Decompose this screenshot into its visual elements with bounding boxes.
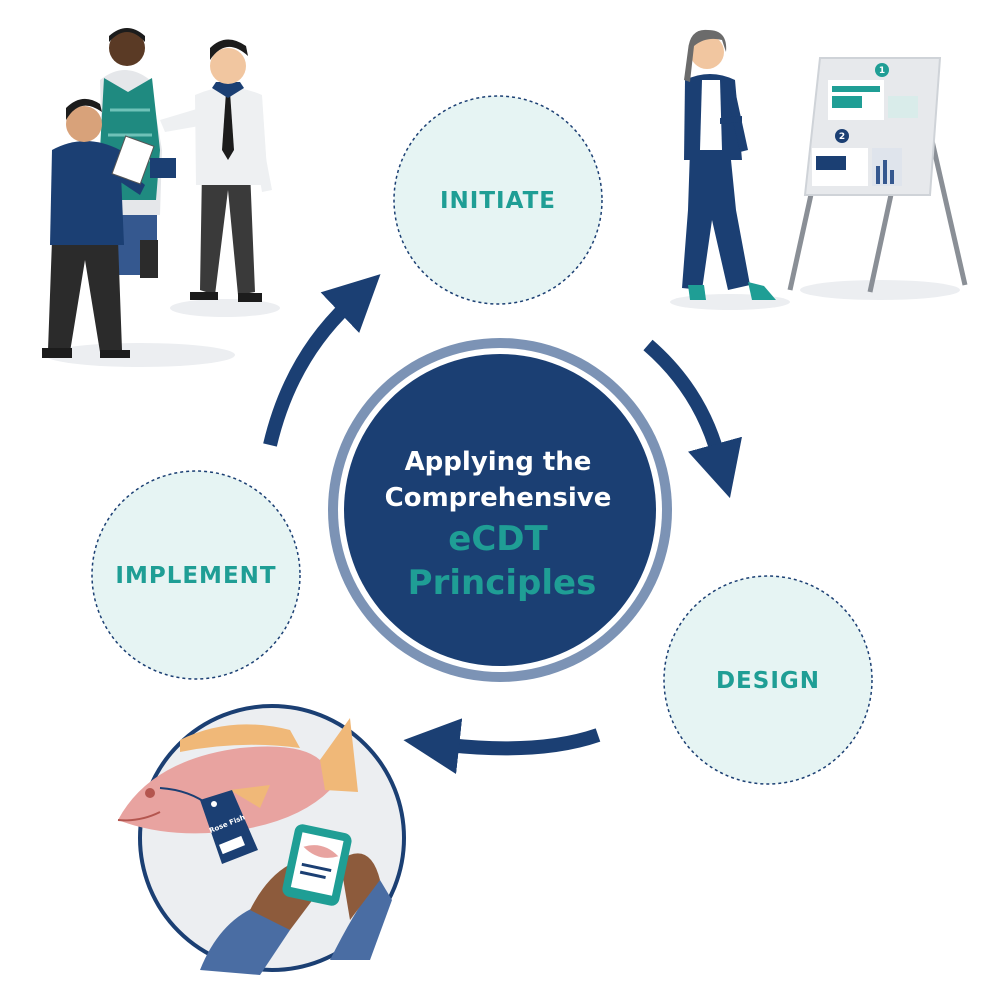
group-shadow-2: [170, 299, 280, 317]
board-step-2-badge: [835, 129, 849, 143]
board-shadow: [800, 280, 960, 300]
board-step-1-number: 1: [879, 66, 885, 76]
center-title-line2: Comprehensive: [385, 483, 612, 513]
man-tie-head: [210, 48, 246, 84]
people-group-illustration: [42, 28, 280, 367]
fish-icon: [117, 718, 358, 834]
group-shadow: [45, 343, 235, 367]
center-core: [344, 354, 656, 666]
phase-implement-circle: [91, 470, 301, 680]
presentation-board: 1 2: [787, 57, 968, 293]
phase-implement-label: IMPLEMENT: [115, 563, 276, 589]
center-title-line4: Principles: [408, 563, 597, 603]
person-inspector: [42, 98, 155, 358]
person-presenter: [682, 29, 776, 300]
person-man-tie: [160, 39, 272, 302]
phase-design: DESIGN: [663, 575, 873, 785]
phase-initiate: INITIATE: [393, 95, 603, 305]
presenter-head: [690, 35, 724, 69]
phase-initiate-circle: [393, 95, 603, 305]
arrow-design-to-implement: [403, 718, 601, 775]
board-step-2-number: 2: [839, 132, 845, 142]
center-title-line3: eCDT: [448, 519, 548, 559]
inspector-head: [66, 106, 102, 142]
phase-design-circle: [663, 575, 873, 785]
hands-phone: [200, 824, 392, 975]
center-hub: Applying the Comprehensive eCDT Principl…: [328, 338, 672, 682]
board-step-1-badge: [875, 63, 889, 77]
worker-head: [109, 30, 145, 66]
barcode-icon: [219, 835, 245, 855]
fish-tag-illustration: Rose Fish: [117, 704, 406, 975]
phase-initiate-label: INITIATE: [440, 188, 556, 214]
cycle-arrows: [263, 274, 742, 775]
phase-implement: IMPLEMENT: [91, 470, 301, 680]
fish-tag: Rose Fish: [159, 787, 258, 864]
clipboard-icon: [111, 135, 155, 185]
fish-eye: [145, 788, 155, 798]
arrow-implement-to-initiate: [263, 274, 381, 447]
phase-design-label: DESIGN: [716, 668, 820, 694]
center-title-line1: Applying the: [405, 447, 592, 477]
arrow-initiate-to-design: [643, 339, 742, 499]
presenter-illustration: 1 2: [670, 29, 968, 310]
